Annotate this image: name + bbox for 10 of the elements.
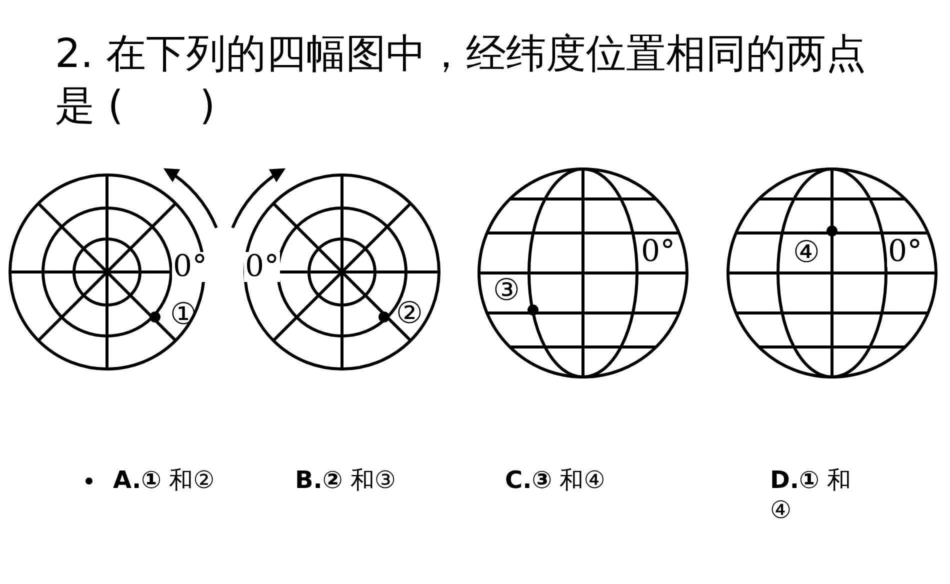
answer-option: B.② 和③ xyxy=(295,465,455,495)
point-number: ④ xyxy=(793,238,820,268)
degree-label: 0° xyxy=(244,252,280,282)
point-number: ② xyxy=(396,299,423,329)
answer-option: C.③ 和④ xyxy=(505,465,665,495)
answer-option: D.① 和④ xyxy=(770,465,862,525)
answer-option: A.① 和② xyxy=(113,465,273,495)
question-title: 2. 在下列的四幅图中，经纬度位置相同的两点是 ( ) xyxy=(55,30,867,131)
degree-label: 0° xyxy=(172,252,208,282)
point-number: ③ xyxy=(493,276,520,306)
